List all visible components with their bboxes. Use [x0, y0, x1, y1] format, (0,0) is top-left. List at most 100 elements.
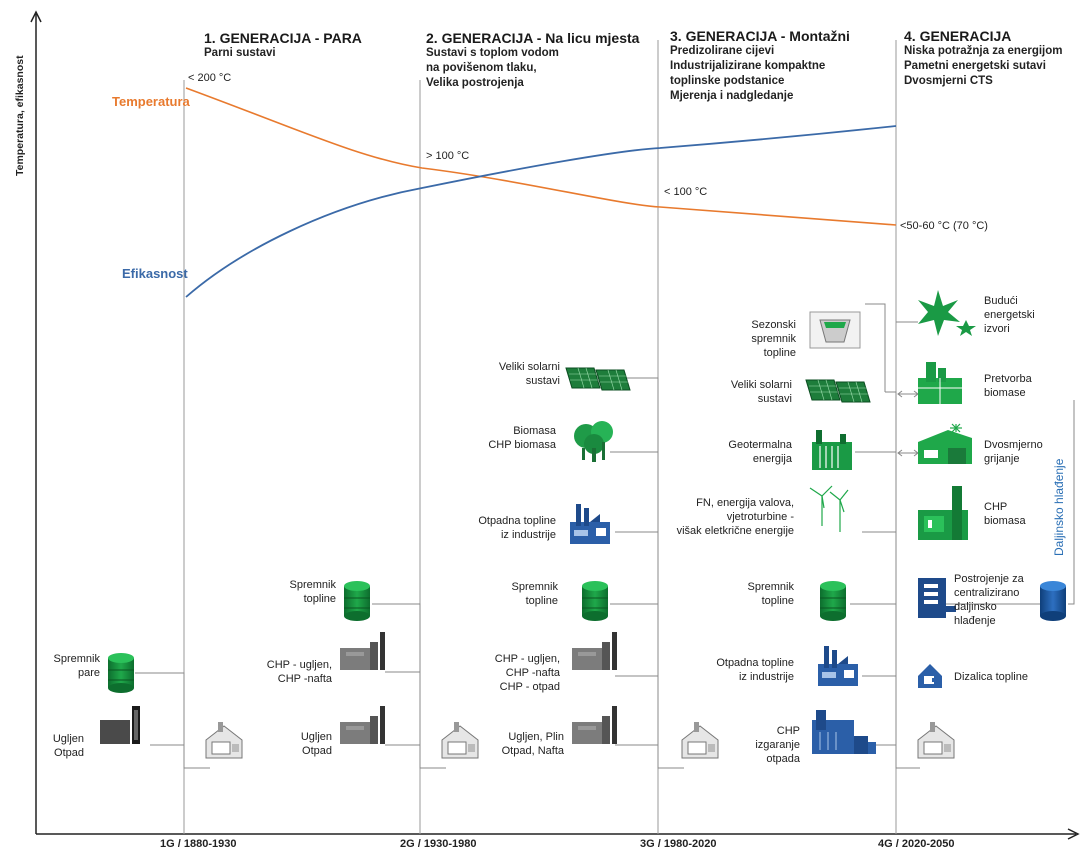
label-line: energija: [752, 453, 792, 465]
generation-1-header: 1. GENERACIJA - PARA Parni sustavi: [204, 30, 362, 61]
heat-storage-icon: [343, 580, 371, 622]
label-line: biomase: [984, 387, 1026, 399]
label-line: Pretvorba: [984, 373, 1032, 385]
label-line: iz industrije: [500, 529, 556, 541]
label-line: Spremnik: [53, 653, 100, 665]
label-line: topline: [763, 347, 796, 359]
seasonal-storage-icon: [809, 311, 861, 349]
generation-title: 4. GENERACIJA: [904, 28, 1012, 44]
label-line: Dizalica topline: [954, 671, 1028, 683]
label-line: CHP - otpad: [499, 681, 560, 693]
label-line: Otpad: [54, 747, 84, 759]
label-line: Otpad, Nafta: [501, 745, 564, 757]
label-line: Postrojenje za: [954, 573, 1024, 585]
label-line: Otpadna topline: [478, 515, 556, 527]
label-line: Geotermalna: [728, 439, 792, 451]
heat-pump-icon: [918, 664, 942, 688]
label-line: CHP - ugljen,: [494, 653, 560, 665]
solar-panel-icon: [565, 367, 631, 391]
label-line: biomasa: [984, 515, 1026, 527]
label-line: izgaranje: [755, 739, 800, 751]
power-plant-icon: [572, 706, 617, 744]
temp-annotation: < 200 °C: [188, 72, 232, 84]
label-line: Ugljen: [52, 733, 84, 745]
trees-icon: [574, 421, 613, 462]
label-line: Ugljen: [300, 731, 332, 743]
label-line: CHP: [776, 725, 800, 737]
label-line: energetski: [984, 309, 1035, 321]
label-line: CHP - ugljen,: [266, 659, 332, 671]
label-line: vjetroturbine -: [726, 511, 794, 523]
steam-storage-icon: [107, 652, 135, 694]
heat-storage-icon: [581, 580, 609, 622]
label-line: Veliki solarni: [498, 361, 560, 373]
seasonal-storage-label: Sezonski spremnik topline: [751, 318, 796, 360]
renewables-label: FN, energija valova,vjetroturbine -višak…: [677, 496, 794, 538]
generation-desc: Sustavi s toplom vodom: [426, 47, 559, 59]
label-line: hlađenje: [954, 615, 996, 627]
biomass-conversion-icon: [917, 361, 963, 405]
waste-heat-label: Otpadna topline iz industrije: [478, 514, 556, 542]
future-energy-icon: [918, 290, 976, 336]
generation-desc: Predizolirane cijevi: [670, 45, 775, 57]
label-line: Biomasa: [513, 425, 556, 437]
heat-storage-label: Spremnik topline: [290, 578, 336, 606]
label-line: Sezonski: [751, 319, 796, 331]
label-line: FN, energija valova,: [696, 497, 794, 509]
generation-4-header: 4. GENERACIJA Niska potražnja za energij…: [904, 28, 1063, 89]
label-line: otpada: [766, 753, 800, 765]
waste-heat-label: Otpadna topline iz industrije: [716, 656, 794, 684]
label-line: Otpadna topline: [716, 657, 794, 669]
waste-chp-icon: [811, 709, 877, 755]
double-arrows: [897, 390, 919, 457]
generation-desc: Niska potražnja za energijom: [904, 45, 1063, 57]
label-line: izvori: [984, 323, 1010, 335]
waste-chp-label: CHP izgaranje otpada: [755, 724, 800, 766]
generation-2-header: 2. GENERACIJA - Na licu mjesta Sustavi s…: [426, 30, 639, 91]
label-line: topline: [525, 595, 558, 607]
solar-panel-icon: [805, 379, 871, 403]
x-tick: 2G / 1930-1980: [400, 838, 477, 850]
label-line: CHP: [984, 501, 1008, 513]
label-line: daljinsko: [954, 601, 997, 613]
house-icon: [441, 721, 479, 759]
label-line: topline: [303, 593, 336, 605]
label-line: Dvosmjerno: [984, 439, 1043, 451]
connectors: [135, 303, 1075, 769]
geothermal-icon: [811, 429, 853, 471]
x-tick: 1G / 1880-1930: [160, 838, 237, 850]
generation-desc: Dvosmjerni CTS: [904, 75, 993, 87]
heat-storage-icon: [819, 580, 847, 622]
x-tick: 4G / 2020-2050: [878, 838, 955, 850]
temp-annotation: > 100 °C: [426, 150, 470, 162]
label-line: Spremnik: [289, 579, 336, 591]
future-energy-label: Budući energetski izvori: [984, 294, 1035, 336]
generation-desc: toplinske podstanice: [670, 75, 785, 87]
label-line: spremnik: [751, 333, 796, 345]
x-tick: 3G / 1980-2020: [640, 838, 717, 850]
temperature-curve: [185, 87, 897, 226]
generation-desc: Velika postrojenja: [426, 77, 524, 89]
house-icon: [681, 721, 719, 759]
geothermal-label: Geotermalna energija: [728, 438, 792, 466]
label-line: Budući: [984, 295, 1018, 307]
district-cooling-label: Daljinsko hlađenje: [1052, 458, 1066, 556]
generation-title: 1. GENERACIJA - PARA: [204, 30, 362, 46]
label-line: Ugljen, Plin: [508, 731, 564, 743]
biomass-conversion-label: Pretvorba biomase: [984, 372, 1032, 400]
label-line: iz industrije: [738, 671, 794, 683]
efficiency-curve: [185, 125, 897, 298]
temperature-label: Temperatura: [112, 94, 190, 109]
